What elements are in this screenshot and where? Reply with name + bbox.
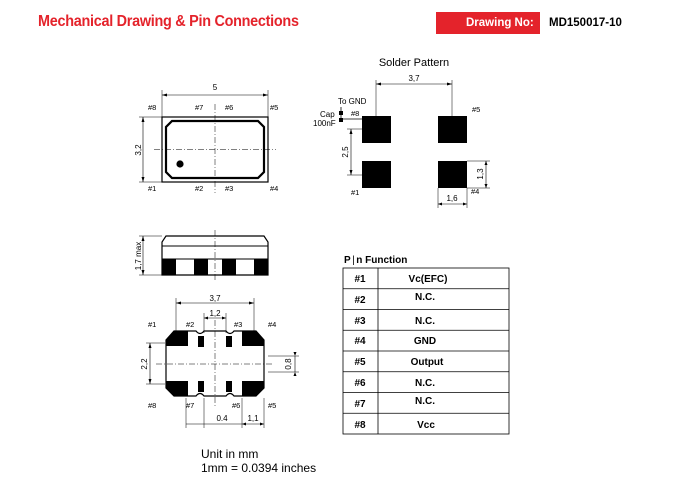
drawing-number-box [436,12,540,34]
bottom-pin-5: #5 [268,401,276,410]
bottom-edge-dim: 1,1 [247,414,259,423]
pin-function-title: P|n Function [344,255,407,266]
pin-cell: #6 [354,378,366,389]
bottom-pin-2: #2 [186,320,194,329]
top-pin-6: #6 [225,103,233,112]
bottom-pad-height-dim: 0,8 [284,358,293,370]
top-pin-8: #8 [148,103,156,112]
top-width-dim: 5 [213,83,218,92]
pin-cell: #4 [354,336,366,347]
function-cell: Vc(EFC) [409,274,448,285]
drawing-number: MD150017-10 [549,17,622,29]
bottom-pin-4: #4 [268,320,276,329]
pin-cell: #7 [354,399,366,410]
table-row: #1 Vc(EFC) [354,274,447,285]
top-pin-3: #3 [225,184,233,193]
side-height-dim: 1,7 max [134,242,143,270]
solder-height-dim: 2,5 [341,146,350,158]
bottom-height-dim: 2,2 [140,358,149,370]
function-cell: N.C. [415,292,435,303]
table-row: #6 N.C. [354,378,435,389]
unit-note: Unit in mm 1mm = 0.0394 inches [201,447,316,475]
cap-to-gnd-label: To GND [338,97,367,106]
top-pin-7: #7 [195,103,203,112]
bottom-pitch-dim: 3,7 [209,294,221,303]
pin-cell: #8 [354,420,366,431]
pin-function-table [342,267,510,435]
bottom-pin-7: #7 [186,401,194,410]
pin-cell: #2 [354,295,366,306]
top-pin-1: #1 [148,184,156,193]
function-cell: Vcc [417,420,435,431]
function-cell: N.C. [415,378,435,389]
drawing-number-label: Drawing No: [466,17,534,29]
solder-width-dim: 3,7 [408,74,420,83]
cap-value-label: 100nF [313,119,336,128]
function-cell: N.C. [415,396,435,407]
table-row: #5 Output [354,357,444,368]
unit-line: Unit in mm [201,447,259,461]
side-view [139,230,269,281]
bottom-view [146,298,299,428]
cap-label: Cap [320,110,335,119]
bottom-pad-width-dim: 0.4 [216,414,228,423]
top-view [139,90,276,193]
table-row: #4 GND [354,336,436,347]
top-pin-2: #2 [195,184,203,193]
table-row: #7 N.C. [354,396,435,410]
bottom-pin-6: #6 [232,401,240,410]
solder-pad-height-dim: 1,3 [476,168,485,180]
function-cell: N.C. [415,316,435,327]
function-cell: Output [411,357,444,368]
solder-pin-1: #1 [351,188,359,197]
pin-cell: #3 [354,316,366,327]
solder-pin-5: #5 [472,105,480,114]
pin-cell: #5 [354,357,366,368]
bottom-pin-3: #3 [234,320,242,329]
solder-pin-8: #8 [351,109,359,118]
pin-cell: #1 [354,274,366,285]
solder-pin-4: #4 [471,187,479,196]
unit-conversion: 1mm = 0.0394 inches [201,461,317,475]
top-height-dim: 3,2 [134,144,143,156]
bottom-pin-1: #1 [148,320,156,329]
table-row: #3 N.C. [354,316,435,327]
table-row: #8 Vcc [354,420,435,431]
bottom-pin-8: #8 [148,401,156,410]
top-pin-5: #5 [270,103,278,112]
solder-pad-width-dim: 1,6 [446,194,458,203]
table-row: #2 N.C. [354,292,435,306]
top-pin-4: #4 [270,184,278,193]
solder-pattern-title: Solder Pattern [379,57,449,69]
solder-pattern [339,80,490,208]
bottom-gap-dim: 1,2 [209,309,221,318]
function-cell: GND [414,336,436,347]
page-title: Mechanical Drawing & Pin Connections [38,13,299,30]
